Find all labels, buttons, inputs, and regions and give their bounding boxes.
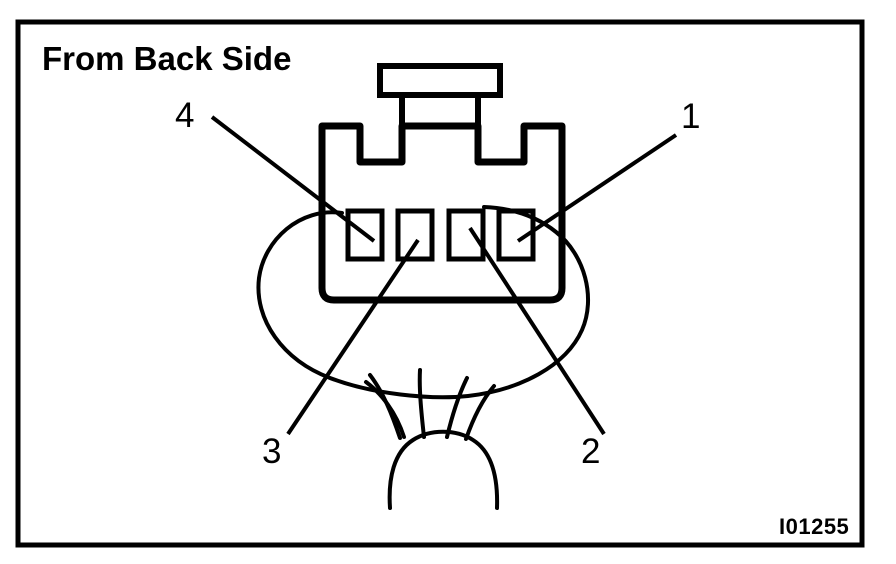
leader-line-2 xyxy=(468,226,606,436)
latch-tab xyxy=(377,63,503,98)
wire-strand xyxy=(445,376,469,439)
wire-boot-group xyxy=(256,205,591,510)
callout-labels-group: 4 1 3 2 xyxy=(175,96,700,471)
wire-strand xyxy=(364,380,406,439)
pin-cavity-1 xyxy=(345,208,385,262)
leader-line-4 xyxy=(210,115,376,243)
callout-label-3: 3 xyxy=(262,432,281,471)
figure-reference-code: I01255 xyxy=(779,514,849,539)
callout-leaders-group xyxy=(210,115,678,436)
pin-cavity-3 xyxy=(446,208,486,262)
wire-strand xyxy=(417,368,426,439)
leader-line-1 xyxy=(516,133,678,243)
connector-latch-group xyxy=(377,63,503,129)
wire-strand xyxy=(464,384,496,441)
wire-strands-group xyxy=(364,368,496,441)
pin-cavities-group xyxy=(345,208,536,262)
connector-body-outline xyxy=(318,122,566,304)
wire-strand xyxy=(368,373,402,440)
wire-sheath-outline xyxy=(387,429,500,510)
callout-label-4: 4 xyxy=(175,96,194,135)
figure-title: From Back Side xyxy=(42,40,291,77)
leader-line-3 xyxy=(286,238,420,436)
pin-cavity-4 xyxy=(496,208,536,262)
callout-label-2: 2 xyxy=(581,432,600,471)
callout-label-1: 1 xyxy=(681,97,700,136)
pin-cavity-2 xyxy=(395,208,435,262)
figure-border xyxy=(15,19,865,548)
